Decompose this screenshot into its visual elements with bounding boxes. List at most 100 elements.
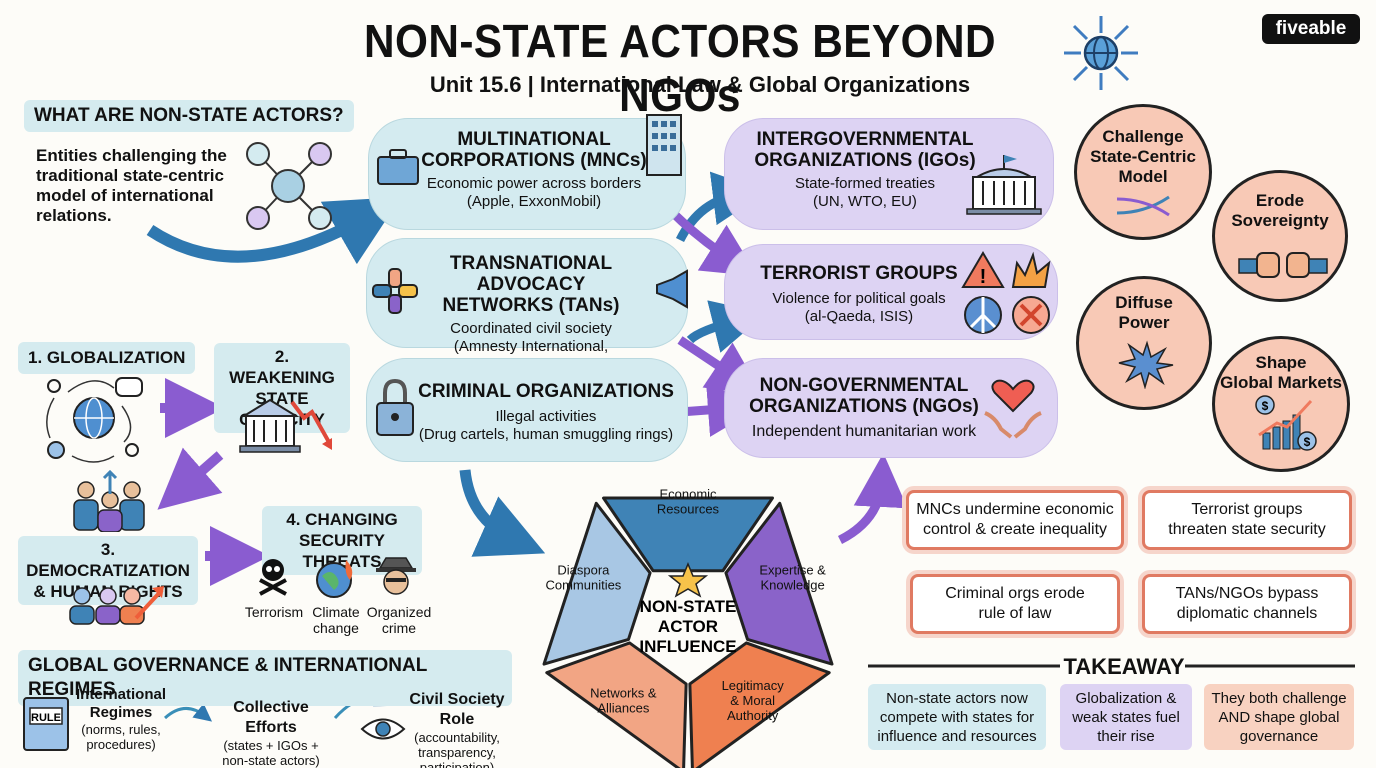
actor-ngo-desc: Independent humanitarian work [751, 423, 977, 440]
pentagon-segment [688, 641, 831, 768]
arrow-crim-to-pentagon [459, 469, 546, 557]
challenge-mnc: MNCs undermine economic control & create … [906, 490, 1124, 550]
threat-terrorism: Terrorism [242, 604, 306, 620]
regimes-title: Regimes [89, 704, 153, 721]
cause-security-line: SECURITY THREATS [299, 531, 385, 571]
actor-tan[interactable]: TRANSNATIONAL ADVOCACY NETWORKS (TANs) C… [366, 238, 688, 373]
warning-icon [961, 251, 1005, 288]
governance-heading: GLOBAL GOVERNANCE & INTERNATIONAL REGIME… [18, 650, 512, 706]
heart-hands-icon [984, 379, 1042, 439]
arrow-what-to-mnc [146, 197, 402, 265]
what-heading: WHAT ARE NON-STATE ACTORS? [24, 100, 354, 132]
pentagon-segment [542, 501, 652, 666]
bubble-text: Erode [1255, 191, 1305, 210]
actor-tan-desc: Coordinated civil society [450, 320, 612, 337]
bubble-text: Diffuse [1115, 293, 1173, 312]
bubble-text: State-Centric [1090, 147, 1196, 166]
threat-crime: Organized crime [364, 604, 434, 636]
what-body-line: Entities challenging the [36, 146, 227, 165]
civil-title: Civil Society Role [409, 691, 505, 728]
brand-logo[interactable]: fiveable [1262, 14, 1360, 44]
actor-igo-examples: (UN, WTO, EU) [813, 193, 917, 210]
takeaway-text: compete with states for [879, 708, 1035, 726]
regimes-title: International [75, 686, 166, 703]
globe-network-icon [1064, 16, 1138, 90]
arrow-pentagon-to-ngo [837, 453, 908, 545]
skull-crossbones-icon [259, 559, 287, 596]
pentagon-segment-label: Networks & [590, 685, 657, 700]
pentagon-segment [602, 496, 774, 573]
actor-terror-desc: Violence for political goals [772, 290, 946, 307]
challenge-crim: Criminal orgs erode rule of law [910, 574, 1120, 634]
actor-crim[interactable]: CRIMINAL ORGANIZATIONS Illegal activitie… [366, 358, 688, 462]
governance-collective: Collective Efforts (states + IGOs + non-… [206, 698, 336, 768]
challenge-text: Criminal orgs erode [945, 585, 1085, 602]
civil-sub: (accountability, [414, 730, 500, 745]
takeaway-text: their rise [1097, 727, 1155, 745]
democracy-people-icon [73, 470, 145, 532]
pentagon-segment [724, 501, 834, 666]
actor-mnc-title: MULTINATIONAL [457, 129, 611, 150]
explosion-icon [1011, 251, 1051, 288]
svg-text:$: $ [1304, 435, 1311, 449]
regimes-sub: procedures) [86, 737, 156, 752]
civil-sub: participation) [419, 760, 495, 768]
threat-label: Organized [366, 604, 432, 620]
bubble-text: Model [1118, 167, 1168, 186]
takeaway-text: AND shape global [1218, 708, 1340, 726]
what-body-line: model of international [36, 186, 214, 205]
megaphone-icon [656, 269, 688, 309]
joined-hands-icon [372, 268, 418, 314]
challenge-text: MNCs undermine economic [916, 501, 1114, 518]
bubble-markets: Shape Global Markets $ $ [1212, 336, 1350, 472]
actor-terror[interactable]: TERRORIST GROUPS Violence for political … [724, 244, 1058, 340]
government-building-icon [966, 155, 1042, 215]
bubble-text: Global Markets [1220, 373, 1342, 392]
globalization-icon [46, 377, 143, 463]
collective-sub: non-state actors) [222, 753, 320, 768]
challenge-text: TANs/NGOs bypass [1175, 585, 1319, 602]
svg-text:!: ! [980, 266, 987, 288]
actor-ngo[interactable]: NON-GOVERNMENTAL ORGANIZATIONS (NGOs) In… [724, 358, 1058, 458]
actor-mnc-title: CORPORATIONS (MNCs) [421, 150, 647, 171]
challenge-text: control & create inequality [922, 521, 1108, 538]
svg-text:$: $ [1262, 399, 1269, 413]
actor-ngo-title: ORGANIZATIONS (NGOs) [749, 396, 979, 417]
pentagon-center-line: ACTOR [658, 617, 718, 636]
pentagon-segment-label: Authority [727, 708, 779, 723]
actor-crim-desc: Illegal activities [495, 408, 597, 425]
office-building-icon [646, 114, 682, 176]
collective-sub: (states + IGOs + [223, 738, 319, 753]
takeaway-text: governance [1239, 727, 1319, 745]
pentagon-segment [545, 641, 688, 768]
challenge-text: diplomatic channels [1176, 605, 1318, 622]
challenge-text: threaten state security [1168, 521, 1326, 538]
challenge-text: rule of law [978, 605, 1052, 622]
actor-mnc-desc: Economic power across borders [426, 175, 642, 192]
threat-label: Terrorism [244, 604, 304, 620]
takeaway-text: weak states fuel [1072, 708, 1180, 726]
rising-people-icon [69, 586, 164, 625]
people-network-icon [246, 142, 332, 230]
pentagon-segment-label: & Moral [730, 693, 775, 708]
actor-igo[interactable]: INTERGOVERNMENTAL ORGANIZATIONS (IGOs) S… [724, 118, 1054, 230]
takeaway-text: They both challenge [1211, 689, 1347, 707]
cause-security-line: 4. CHANGING [286, 510, 398, 529]
actor-tan-title: TRANSNATIONAL ADVOCACY [449, 253, 613, 295]
what-body-line: relations. [36, 206, 112, 225]
pentagon-segment-label: Knowledge [760, 578, 824, 593]
briefcase-icon [377, 149, 419, 185]
actor-terror-examples: (al-Qaeda, ISIS) [804, 308, 914, 325]
bubble-text: Power [1118, 313, 1170, 332]
actor-mnc[interactable]: MULTINATIONAL CORPORATIONS (MNCs) Econom… [368, 114, 686, 230]
threat-label: crime [381, 620, 417, 636]
actor-ngo-title: NON-GOVERNMENTAL [759, 375, 969, 396]
actor-crim-examples: (Drug cartels, human smuggling rings) [418, 426, 674, 443]
bubble-sovereignty: Erode Sovereignty [1212, 170, 1348, 302]
cause-weakening-line: 2. WEAKENING [229, 347, 335, 387]
challenge-tan: TANs/NGOs bypass diplomatic channels [1142, 574, 1352, 634]
